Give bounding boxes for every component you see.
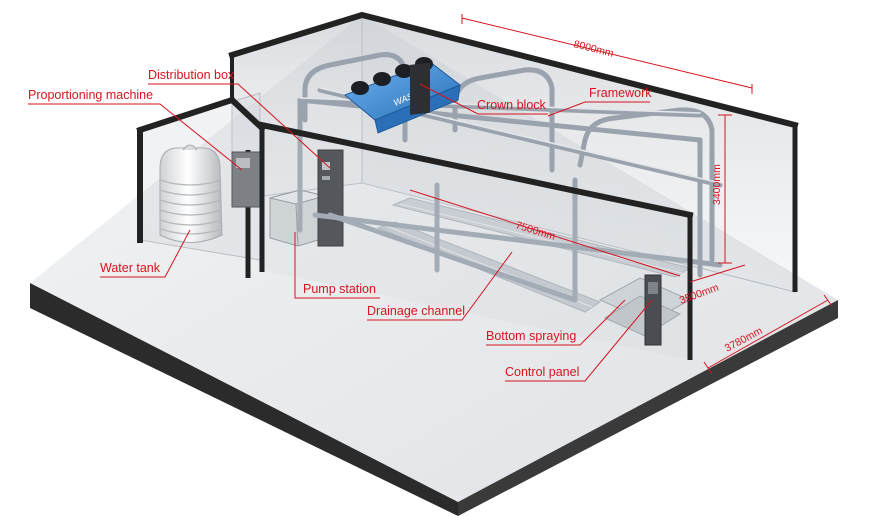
proportioning-machine bbox=[231, 151, 263, 208]
label-pump-station: Pump station bbox=[303, 282, 376, 296]
distribution-box bbox=[317, 149, 344, 247]
label-distribution-box: Distribution box bbox=[148, 68, 235, 82]
label-crown-block: Crown block bbox=[477, 98, 547, 112]
label-water-tank: Water tank bbox=[100, 261, 161, 275]
front-walls bbox=[227, 95, 694, 360]
annotations: Distribution box Proportioning machine C… bbox=[28, 68, 653, 382]
control-panel bbox=[644, 274, 662, 346]
label-proportioning-machine: Proportioning machine bbox=[28, 88, 153, 102]
label-bottom-spraying: Bottom spraying bbox=[486, 329, 576, 343]
label-drainage-channel: Drainage channel bbox=[367, 304, 465, 318]
label-framework: Framework bbox=[589, 86, 652, 100]
dim-length-outer: 8000mm bbox=[572, 38, 615, 60]
water-tank bbox=[159, 144, 223, 243]
label-control-panel: Control panel bbox=[505, 365, 579, 379]
crown-block: WASH bbox=[344, 57, 461, 134]
dim-height: 3400mm bbox=[711, 164, 723, 205]
